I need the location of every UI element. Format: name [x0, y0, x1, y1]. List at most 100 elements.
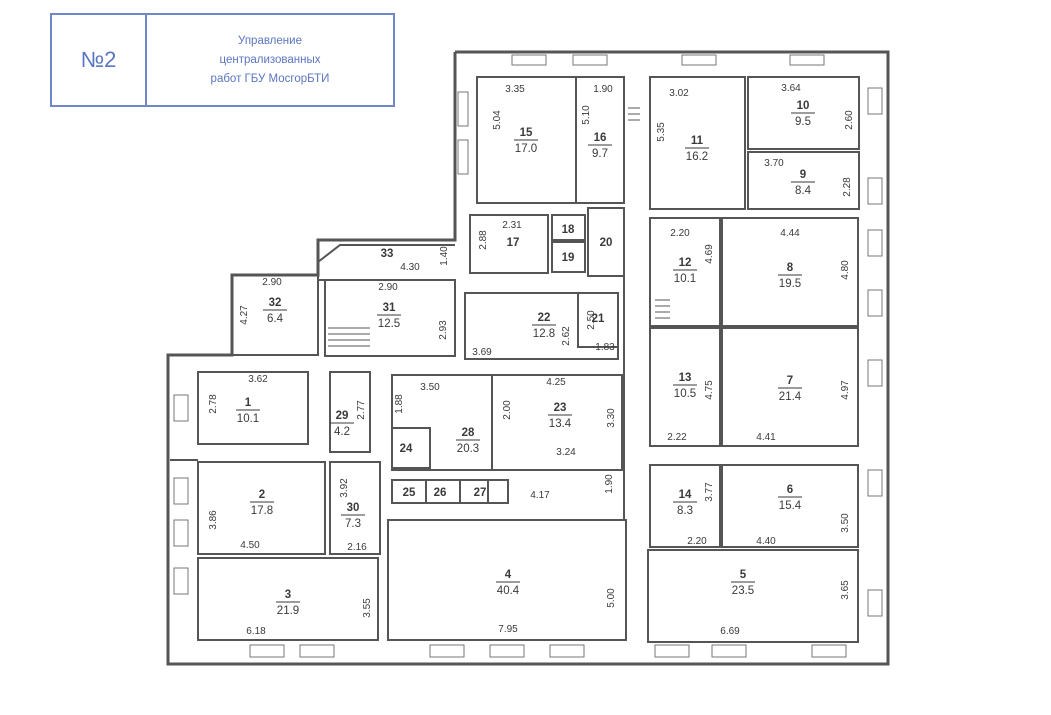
room-area: 19.5 [779, 278, 801, 290]
room-32: 326.4 [263, 297, 287, 325]
room-number: 11 [691, 135, 704, 147]
bti-stamp: №2 Управление централизованных работ ГБУ… [50, 13, 395, 107]
dimension-label: 1.88 [394, 394, 405, 414]
dimension-label: 1.40 [439, 246, 450, 266]
room-area: 9.5 [795, 116, 811, 128]
room-area: 23.5 [732, 585, 754, 597]
room-8: 819.5 [778, 262, 802, 290]
room-number: 20 [600, 237, 613, 249]
dimension-label: 2.90 [262, 277, 282, 288]
stair-hatching [328, 107, 670, 347]
room-number: 19 [562, 252, 575, 264]
dimension-label: 2.62 [561, 326, 572, 346]
dimension-label: 4.40 [756, 536, 776, 547]
dimension-label: 4.97 [840, 380, 851, 400]
room-number: 14 [679, 489, 692, 501]
dimension-label: 3.65 [840, 580, 851, 600]
dimension-label: 5.10 [581, 105, 592, 125]
stamp-text: Управление централизованных работ ГБУ Мо… [210, 34, 330, 85]
room-number: 8 [787, 262, 794, 274]
room-number: 7 [787, 375, 793, 387]
room-30: 307.3 [341, 502, 365, 530]
room-number: 12 [679, 257, 692, 269]
dimension-label: 4.27 [239, 305, 250, 325]
room-area: 17.8 [251, 505, 273, 517]
room-11: 11 16.2 [685, 135, 709, 163]
room-area: 9.7 [592, 148, 608, 160]
dimension-label: 3.30 [606, 408, 617, 428]
room-2: 217.8 [250, 489, 274, 517]
room-area: 12.8 [533, 328, 555, 340]
room-19: 19 [562, 252, 575, 264]
room-number: 29 [336, 410, 349, 422]
room-number: 33 [381, 248, 394, 260]
room-number: 30 [347, 502, 360, 514]
room-12: 12 10.1 [673, 257, 697, 285]
room-18: 18 [562, 224, 575, 236]
windows [173, 54, 883, 658]
dimension-label: 3.64 [781, 83, 801, 94]
room-number: 17 [507, 237, 520, 249]
dimension-label: 3.77 [704, 482, 715, 502]
room-26: 26 [434, 487, 447, 499]
room-area: 4.2 [334, 426, 350, 438]
stamp-number: №2 [52, 15, 147, 105]
room-31: 31 12.5 [377, 302, 401, 330]
dimension-label: 3.70 [764, 158, 784, 169]
room-number: 22 [538, 312, 551, 324]
room-5: 523.5 [731, 569, 755, 597]
dimension-label: 2.90 [378, 282, 398, 293]
dimension-label: 2.78 [208, 394, 219, 414]
room-number: 25 [403, 487, 416, 499]
room-area: 15.4 [779, 500, 802, 512]
room-number: 21 [592, 313, 605, 325]
dimension-label: 7.95 [498, 624, 518, 635]
room-area: 12.5 [378, 318, 400, 330]
dimension-label: 4.50 [240, 540, 260, 551]
dimension-label: 5.04 [492, 110, 503, 130]
dimension-label: 1.83 [595, 342, 615, 353]
room-17: 17 [507, 237, 520, 249]
dimension-label: 4.17 [530, 490, 550, 501]
dimension-label: 2.31 [502, 220, 522, 231]
room-3: 321.9 [276, 589, 300, 617]
room-33: 33 [381, 248, 394, 260]
room-9: 98.4 [791, 169, 815, 197]
room-14: 148.3 [673, 489, 697, 517]
dimension-label: 3.02 [669, 88, 689, 99]
room-number: 23 [554, 402, 567, 414]
dimension-label: 2.20 [687, 536, 707, 547]
dimension-label: 4.69 [704, 244, 715, 264]
dimension-label: 3.62 [248, 374, 268, 385]
room-29: 294.2 [330, 410, 354, 438]
room-25: 25 [403, 487, 416, 499]
room-number: 9 [800, 169, 806, 181]
room-labels: 1517.0169.71116.2109.598.417181920331210… [236, 100, 815, 617]
room-area: 16.2 [686, 151, 708, 163]
room-number: 32 [269, 297, 282, 309]
room-4: 440.4 [496, 569, 520, 597]
room-6: 615.4 [778, 484, 802, 512]
dimension-label: 2.16 [347, 542, 367, 553]
walls [166, 50, 890, 666]
dimension-label: 2.93 [438, 320, 449, 340]
room-area: 20.3 [457, 443, 479, 455]
room-number: 31 [383, 302, 396, 314]
dimension-label: 3.50 [420, 382, 440, 393]
room-7: 721.4 [778, 375, 802, 403]
room-area: 10.1 [674, 273, 696, 285]
room-area: 21.9 [277, 605, 299, 617]
room-number: 18 [562, 224, 575, 236]
dimension-label: 3.24 [556, 447, 576, 458]
room-number: 2 [259, 489, 265, 501]
room-area: 8.4 [795, 185, 812, 197]
dimension-label: 2.88 [478, 230, 489, 250]
room-area: 17.0 [515, 143, 537, 155]
dimension-label: 2.22 [667, 432, 687, 443]
room-area: 10.1 [237, 413, 259, 425]
